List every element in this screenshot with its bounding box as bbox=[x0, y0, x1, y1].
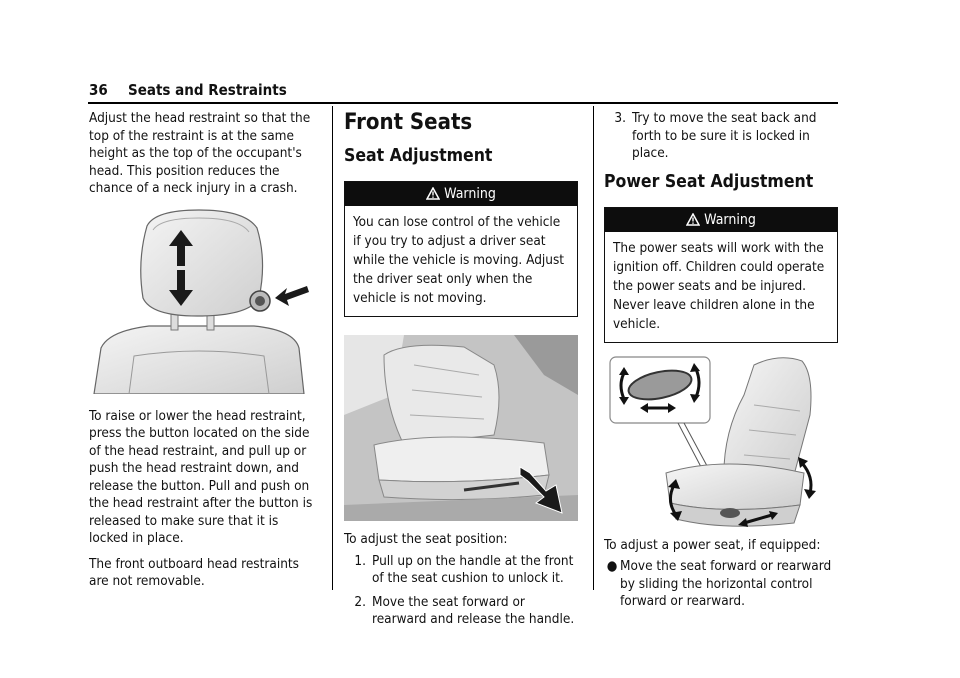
warning-label: Warning bbox=[444, 186, 496, 202]
step-text: Move the seat forward or rearward and re… bbox=[372, 593, 575, 628]
head-restraint-instructions: To raise or lower the head restraint, pr… bbox=[89, 407, 313, 547]
step-number: 3. bbox=[614, 110, 626, 126]
removable-note: The front outboard head restraints are n… bbox=[89, 555, 299, 590]
warning-text: You can lose control of the vehicle if y… bbox=[353, 214, 565, 306]
warning-triangle-icon bbox=[685, 211, 701, 226]
header-rule bbox=[88, 102, 838, 104]
warning-box: Warning The power seats will work with t… bbox=[604, 206, 838, 343]
column-3: 3. Try to move the seat back and forth t… bbox=[604, 110, 838, 617]
column-divider-1 bbox=[332, 106, 333, 590]
head-restraint-illustration-icon bbox=[93, 208, 309, 394]
list-item: ● Move the seat forward or rearward by s… bbox=[604, 558, 838, 611]
warning-triangle-icon bbox=[425, 186, 441, 200]
power-seat-lead: To adjust a power seat, if equipped: bbox=[604, 536, 821, 553]
front-seats-heading: Front Seats bbox=[344, 110, 473, 135]
column-1: Adjust the head restraint so that the to… bbox=[89, 110, 321, 599]
column-divider-2 bbox=[593, 106, 594, 590]
section-title: Seats and Restraints bbox=[128, 81, 287, 99]
power-seat-control-illustration-icon bbox=[609, 355, 816, 527]
bullet-text: Move the seat forward or rearward by sli… bbox=[620, 558, 832, 609]
step-number: 2. bbox=[354, 593, 366, 610]
list-item: 1. Pull up on the handle at the front of… bbox=[344, 553, 578, 588]
warning-box: Warning You can lose control of the vehi… bbox=[344, 181, 578, 317]
step-number: 1. bbox=[354, 552, 366, 569]
list-item: 2. Move the seat forward or rearward and… bbox=[344, 594, 578, 629]
page-number: 36 bbox=[89, 81, 108, 99]
seat-adjustment-heading: Seat Adjustment bbox=[344, 146, 493, 166]
seat-position-lead: To adjust the seat position: bbox=[344, 531, 508, 547]
warning-text: The power seats will work with the ignit… bbox=[613, 239, 825, 332]
seat-adjustment-handle-photo-icon bbox=[344, 335, 578, 521]
step-text: Pull up on the handle at the front of th… bbox=[372, 552, 574, 587]
step-text: Try to move the seat back and forth to b… bbox=[632, 110, 817, 161]
list-item: 3. Try to move the seat back and forth t… bbox=[604, 110, 838, 163]
bullet-icon: ● bbox=[606, 558, 618, 574]
intro-paragraph: Adjust the head restraint so that the to… bbox=[89, 110, 311, 196]
power-seat-heading: Power Seat Adjustment bbox=[604, 171, 814, 192]
column-2: Front Seats Seat Adjustment Warning You … bbox=[344, 110, 578, 635]
warning-label: Warning bbox=[704, 211, 756, 228]
